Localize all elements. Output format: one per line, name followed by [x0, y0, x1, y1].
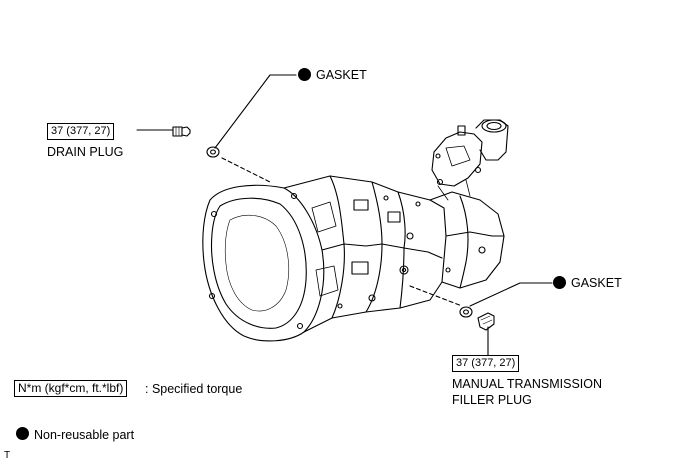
filler-plug-label-line1: MANUAL TRANSMISSION [452, 377, 603, 391]
footer-mark: T [4, 450, 11, 461]
gasket-bottom-label: GASKET [571, 276, 622, 290]
drain-plug-part [172, 126, 191, 137]
nonreusable-marker-icon [16, 427, 29, 440]
legend-nonreusable-desc: Non-reusable part [34, 428, 135, 442]
legend-torque-unit-box: N*m (kgf*cm, ft.*lbf) [14, 380, 128, 397]
gasket-bottom-leader [469, 282, 553, 307]
filler-plug-part [477, 312, 495, 331]
legend-torque-desc: : Specified torque [145, 382, 243, 396]
drain-alignment-line [221, 157, 271, 183]
transmission-case [283, 175, 447, 333]
bell-housing [202, 184, 325, 342]
gasket-top-leader [214, 74, 297, 149]
nonreusable-marker-icon [298, 68, 311, 81]
drain-plug-torque-box: 37 (377, 27) [47, 123, 115, 140]
gasket-top-ring [206, 146, 220, 158]
gasket-top-label: GASKET [316, 68, 367, 82]
filler-plug-torque-box: 37 (377, 27) [452, 355, 520, 372]
drain-plug-label: DRAIN PLUG [47, 145, 124, 159]
filler-plug-label-line2: FILLER PLUG [452, 393, 532, 407]
nonreusable-marker-icon [553, 276, 566, 289]
extension-housing [429, 191, 505, 289]
filler-alignment-line [409, 285, 463, 307]
gasket-bottom-ring [459, 306, 473, 318]
shift-tower [431, 119, 509, 201]
